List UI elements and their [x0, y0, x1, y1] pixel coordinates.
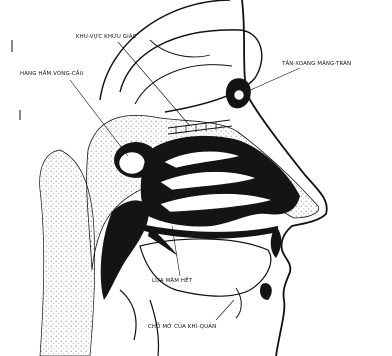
- leader-olfactory: [118, 42, 190, 126]
- tongue: [140, 239, 271, 296]
- label-trachea: CHỖ MỞ CỦA KHÍ-QUẢN: [148, 325, 216, 330]
- label-olfactory-region: KHU-VỰC KHỨU GIÁC: [76, 35, 137, 40]
- lower-lip: [260, 283, 272, 300]
- label-sphenoid-sinus: HANG HẦM VÒNG-CẦU: [20, 72, 84, 77]
- label-soft-palate: LƯA MẬM HỀT: [152, 279, 192, 284]
- leader-trachea: [216, 300, 234, 320]
- larynx: [120, 290, 159, 356]
- label-frontal-sinus: TẦN-XOANG MẶNG-TRÁN: [282, 62, 351, 67]
